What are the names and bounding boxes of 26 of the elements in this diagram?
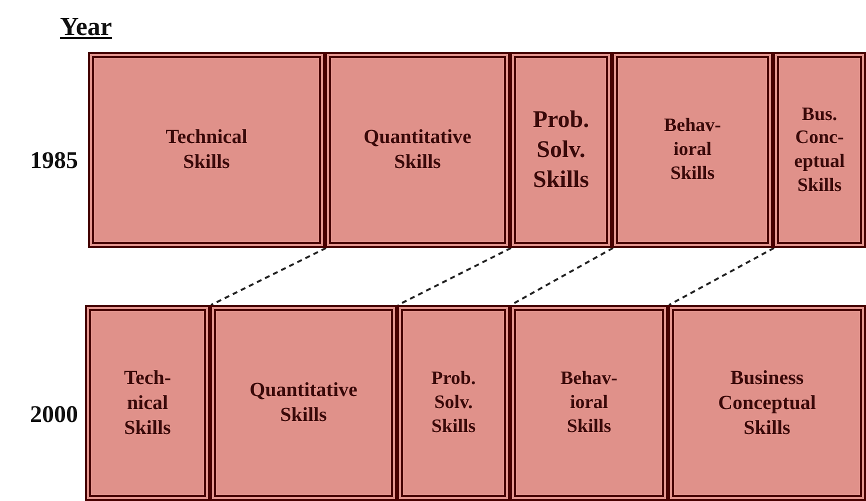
skill-box	[210, 305, 397, 501]
skill-label: Business Conceptual Skills	[717, 366, 817, 440]
skill-box	[85, 305, 210, 501]
skill-box	[510, 305, 668, 501]
skill-box	[510, 52, 612, 248]
dashed-connector	[668, 247, 774, 306]
skill-label: Quantitative Skills	[248, 378, 358, 428]
skill-box	[397, 305, 510, 501]
skill-label: Prob. Solv. Skills	[532, 106, 590, 195]
year-label: 2000	[30, 402, 78, 429]
dashed-connector	[398, 247, 512, 306]
skill-box	[325, 52, 510, 248]
skill-label: Behav- ioral Skills	[560, 367, 618, 439]
skill-label: Quantitative Skills	[362, 125, 472, 175]
skill-label: Behav- ioral Skills	[663, 114, 722, 186]
skill-label: Bus. Conc- eptual Skills	[793, 102, 846, 198]
skill-box	[88, 52, 325, 248]
axis-heading: Year	[60, 12, 112, 42]
skill-box	[773, 52, 866, 248]
year-label: 1985	[30, 148, 78, 175]
skill-label: Technical Skills	[164, 125, 248, 175]
skill-box	[668, 305, 866, 501]
skill-label: Prob. Solv. Skills	[430, 367, 477, 439]
skill-box	[612, 52, 773, 248]
dashed-connector	[210, 247, 326, 306]
skill-label: Tech- nical Skills	[122, 366, 172, 440]
